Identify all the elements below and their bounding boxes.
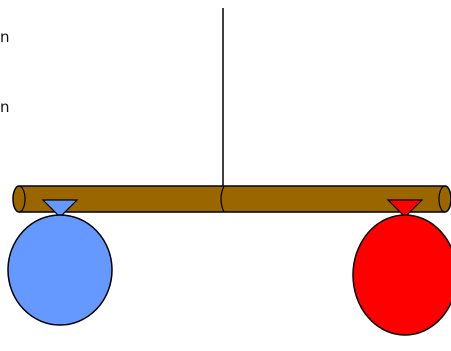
left-balloon-knot: [41, 199, 79, 218]
right-balloon-body: [352, 214, 451, 336]
side-label-bottom: n: [0, 98, 10, 116]
rod-left-end: [18, 185, 26, 213]
left-balloon: [7, 199, 113, 326]
right-balloon-knot: [386, 199, 424, 218]
rod-pivot-mark: [220, 185, 225, 213]
left-balloon-body: [7, 214, 113, 326]
right-balloon: [352, 199, 451, 336]
rod-body: [12, 185, 451, 213]
wooden-rod: [12, 185, 451, 213]
side-label-top: n: [0, 28, 10, 46]
rod-right-end: [438, 185, 446, 213]
